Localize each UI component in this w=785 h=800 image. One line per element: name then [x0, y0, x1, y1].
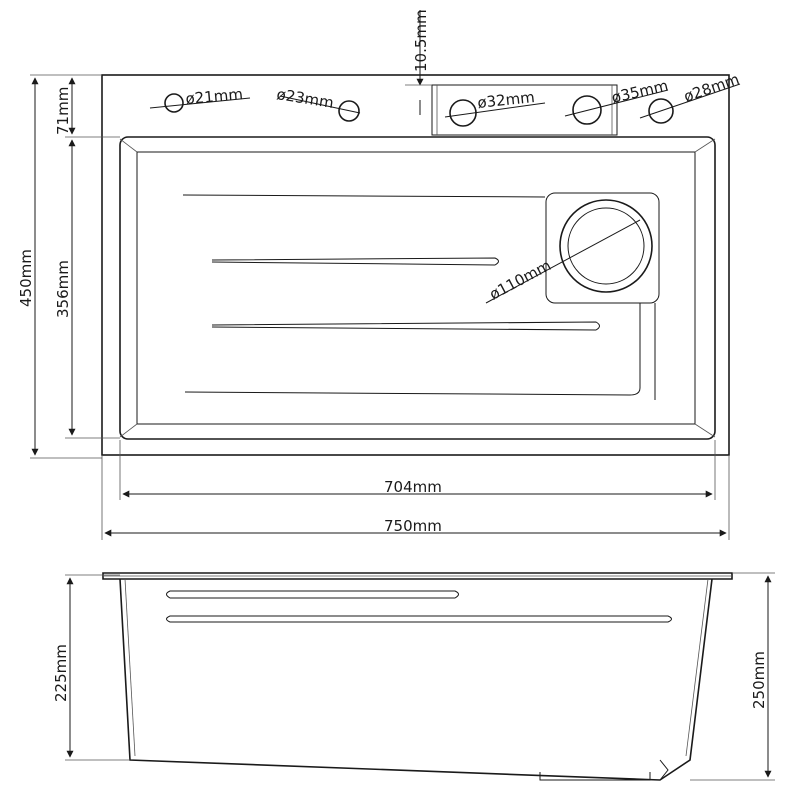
top-view: ø21mm ø23mm ø32mm ø35mm ø28mm ø110mm 10.… [17, 9, 742, 540]
front-groove-2 [166, 615, 672, 623]
drain-inner [567, 207, 645, 285]
label-hole-32: ø32mm [477, 88, 536, 112]
deck-outline [101, 74, 730, 456]
hole-21 [164, 93, 184, 113]
drain-outer [559, 199, 653, 293]
label-bowl-depth: 356mm [54, 260, 72, 318]
drain-box [545, 192, 660, 304]
front-groove-1 [166, 590, 459, 599]
label-plate-thickness: 10.5mm [412, 9, 430, 72]
label-total-width: 750mm [384, 517, 442, 535]
hole-35 [572, 95, 602, 125]
groove-2 [211, 257, 499, 266]
front-deck [102, 572, 733, 580]
bowl-inner-rim [136, 151, 696, 425]
faucet-plate [431, 84, 618, 136]
hole-28 [648, 98, 674, 124]
label-hole-35: ø35mm [610, 76, 670, 106]
label-total-height: 250mm [750, 651, 768, 709]
groove-3 [211, 321, 600, 331]
label-deck-depth: 71mm [54, 87, 72, 135]
groove-1 [182, 194, 546, 198]
bowl-outer-rim [119, 136, 716, 440]
label-total-depth: 450mm [17, 249, 35, 307]
front-view: 225mm 250mm [52, 572, 775, 781]
hole-23 [338, 100, 360, 122]
label-hole-23: ø23mm [275, 85, 335, 112]
label-drain: ø110mm [486, 256, 554, 303]
label-bowl-width: 704mm [384, 478, 442, 496]
front-bowl [119, 578, 713, 781]
label-hole-21: ø21mm [185, 85, 244, 108]
label-bowl-height: 225mm [52, 644, 70, 702]
